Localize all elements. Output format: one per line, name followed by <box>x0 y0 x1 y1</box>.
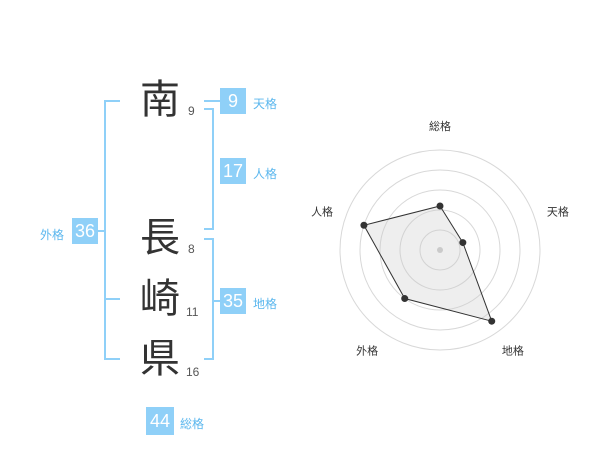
stroke-count-1: 9 <box>188 104 195 118</box>
chikaku-bracket <box>212 238 214 360</box>
radar-axis-label-3: 地格 <box>502 343 524 357</box>
radar-point-2 <box>459 239 467 247</box>
jinkaku-bracket-top <box>204 108 214 110</box>
radar-ring-3 <box>379 189 501 311</box>
chikaku-label: 地格 <box>253 297 278 311</box>
jinkaku-bracket <box>212 108 214 230</box>
soukaku-label: 総格 <box>180 417 205 431</box>
jinkaku-badge: 17 <box>220 158 246 184</box>
gaikaku-bracket <box>104 100 106 360</box>
radar-ring-1 <box>419 229 461 271</box>
radar-center-dot <box>437 247 443 253</box>
name-char-3: 崎 <box>140 276 180 322</box>
stroke-count-2: 8 <box>188 242 195 256</box>
radar-area <box>363 205 493 322</box>
gaikaku-bracket-bottom <box>104 358 120 360</box>
stroke-count-3: 11 <box>186 305 199 319</box>
gaikaku-bracket-top <box>104 100 120 102</box>
radar-point-1 <box>436 202 444 210</box>
chikaku-bracket-top <box>204 238 214 240</box>
gaikaku-connector <box>96 230 104 232</box>
chikaku-connector <box>212 300 220 302</box>
radar-axis-label-1: 総格 <box>429 119 451 133</box>
radar-ring-5 <box>339 149 541 351</box>
name-char-2: 長 <box>140 215 180 261</box>
radar-ring-4 <box>359 169 521 331</box>
jinkaku-label: 人格 <box>253 167 278 181</box>
soukaku-badge: 44 <box>146 407 174 435</box>
radar-point-3 <box>488 317 496 325</box>
gaikaku-bracket-mid <box>104 298 120 300</box>
radar-point-4 <box>401 295 409 303</box>
tenkaku-label: 天格 <box>253 97 278 111</box>
tenkaku-badge: 9 <box>220 88 246 114</box>
radar-ring-2 <box>399 209 481 291</box>
tenkaku-connector <box>204 100 220 102</box>
name-char-1: 南 <box>140 77 180 123</box>
radar-axis-label-4: 外格 <box>356 343 378 357</box>
gaikaku-badge: 36 <box>72 218 98 244</box>
chikaku-badge: 35 <box>220 288 246 314</box>
stroke-count-4: 16 <box>186 365 200 379</box>
chikaku-bracket-bottom <box>204 358 214 360</box>
radar-axis-label-5: 人格 <box>311 205 333 219</box>
gaikaku-label: 外格 <box>40 228 65 242</box>
radar-axis-label-2: 天格 <box>547 205 569 219</box>
name-char-4: 県 <box>140 336 180 382</box>
radar-point-5 <box>360 221 368 229</box>
jinkaku-bracket-bottom <box>204 228 214 230</box>
